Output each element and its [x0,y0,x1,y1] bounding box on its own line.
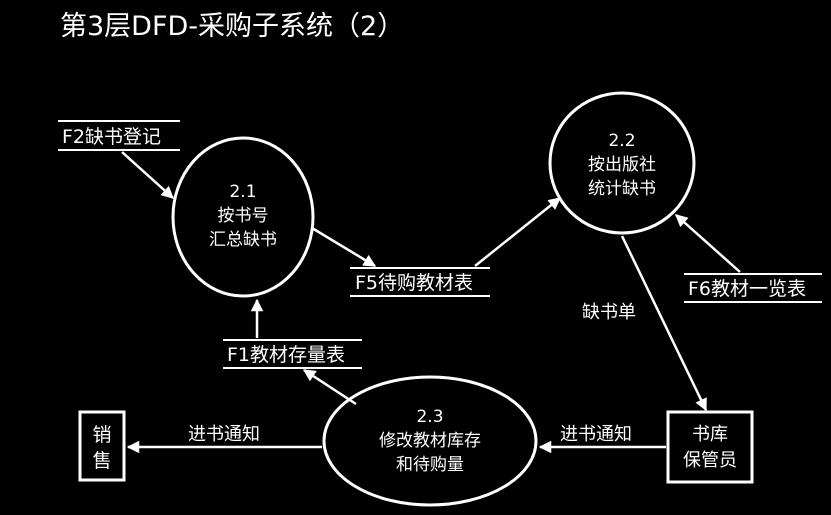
process-2-1[interactable]: 2.1 按书号 汇总缺书 [171,136,315,298]
flow-label-notice-to-process: 进书通知 [560,424,632,445]
entity-sales-char2: 售 [92,450,111,472]
flow-label-shortage-list: 缺书单 [582,302,636,323]
flow-2-3-to-f1 [302,368,357,406]
process-2-2-line1: 按出版社 [588,155,656,175]
entity-warehouse-keeper[interactable]: 书库 保管员 [666,410,754,484]
process-2-2-line2: 统计缺书 [588,179,656,199]
flow-f6-to-2-2 [675,214,741,273]
process-2-1-circle [171,136,315,298]
process-2-1-line2: 汇总缺书 [209,230,277,250]
data-store-f5[interactable]: F5待购教材表 [350,267,490,297]
entity-sales-char1: 销 [92,424,111,446]
process-2-3-circle [322,375,538,507]
data-store-f6[interactable]: F6教材一览表 [684,273,822,303]
process-2-2-id: 2.2 [608,131,635,151]
data-store-f1[interactable]: F1教材存量表 [223,339,362,369]
entity-warehouse-keeper-line1: 书库 [692,424,728,445]
data-store-f5-label: F5待购教材表 [355,272,473,294]
flow-2-2-to-warehouse [620,235,708,412]
process-2-3-id: 2.3 [416,407,443,427]
entity-sales[interactable]: 销 售 [78,410,126,482]
entity-sales-box [78,410,126,482]
flow-f5-to-2-2 [474,197,561,267]
data-store-f2[interactable]: F2缺书登记 [58,120,180,151]
page-title: 第3层DFD-采购子系统（2） [60,11,405,42]
data-store-f2-label: F2缺书登记 [62,126,161,148]
entity-warehouse-keeper-line2: 保管员 [683,450,737,471]
data-store-f1-label: F1教材存量表 [227,344,345,366]
entity-warehouse-keeper-box [666,410,754,484]
process-2-1-line1: 按书号 [218,206,269,226]
process-2-3-line2: 和待购量 [396,455,464,475]
process-2-3-line1: 修改教材库存 [379,431,481,451]
process-2-1-id: 2.1 [229,182,256,202]
process-2-3[interactable]: 2.3 修改教材库存 和待购量 [322,375,538,507]
flow-f2-to-2-1 [121,151,174,199]
flow-label-notice-to-sales: 进书通知 [188,424,260,445]
data-store-f6-label: F6教材一览表 [688,278,806,300]
flow-2-1-to-f5 [311,226,377,268]
process-2-2-circle [548,91,696,235]
process-2-2[interactable]: 2.2 按出版社 统计缺书 [548,91,696,235]
